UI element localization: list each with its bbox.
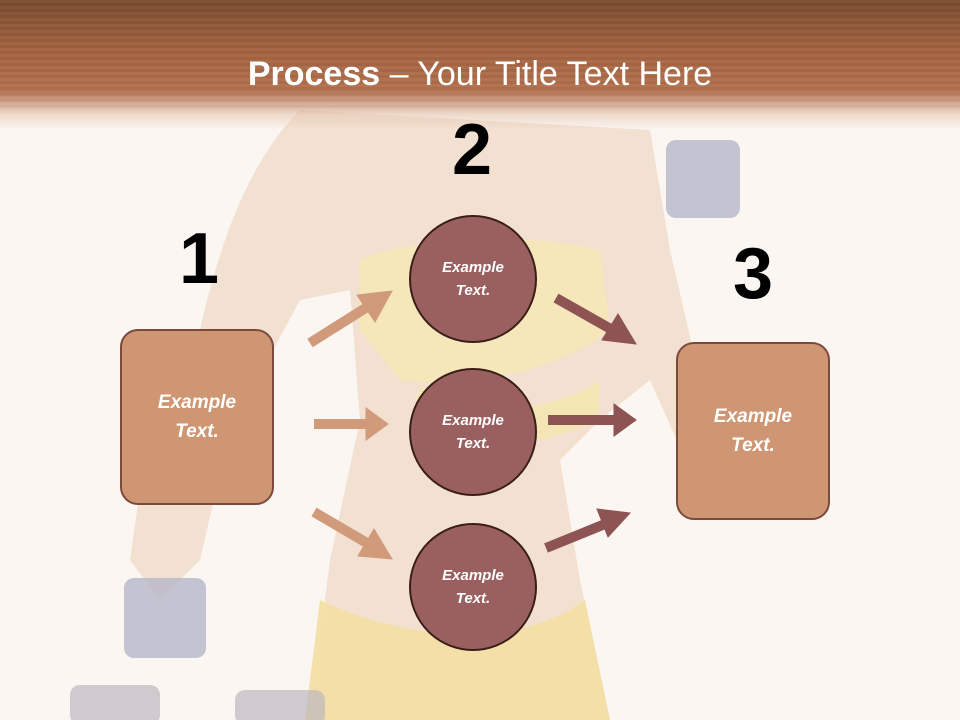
title-rest: – Your Title Text Here (380, 55, 713, 93)
arrow-left-to-bottom (311, 507, 393, 560)
arrow-left-to-middle (314, 407, 389, 441)
title-bold: Process (247, 55, 381, 93)
arrow-middle-to-right (548, 403, 637, 437)
right-box: Example Text. (676, 342, 830, 520)
circle-top: Example Text. (409, 215, 537, 343)
step-number-1: 1 (178, 219, 220, 299)
arrow-top-to-right (553, 293, 637, 345)
circle-middle-label: Example Text. (442, 412, 504, 452)
title-band (0, 0, 960, 130)
slide-title: Process – Your Title Text Here (0, 52, 960, 96)
arrow-bottom-to-right (544, 508, 632, 553)
circle-bottom-label: Example Text. (442, 567, 504, 607)
circle-middle: Example Text. (409, 368, 537, 496)
left-box-label: Example Text. (157, 392, 237, 442)
step-number-3: 3 (732, 234, 774, 314)
right-box-label: Example Text. (713, 406, 793, 456)
circle-bottom: Example Text. (409, 523, 537, 651)
arrow-left-to-top (307, 290, 393, 348)
step-number-2: 2 (451, 110, 493, 190)
circle-top-label: Example Text. (442, 259, 504, 299)
left-box: Example Text. (120, 329, 274, 505)
